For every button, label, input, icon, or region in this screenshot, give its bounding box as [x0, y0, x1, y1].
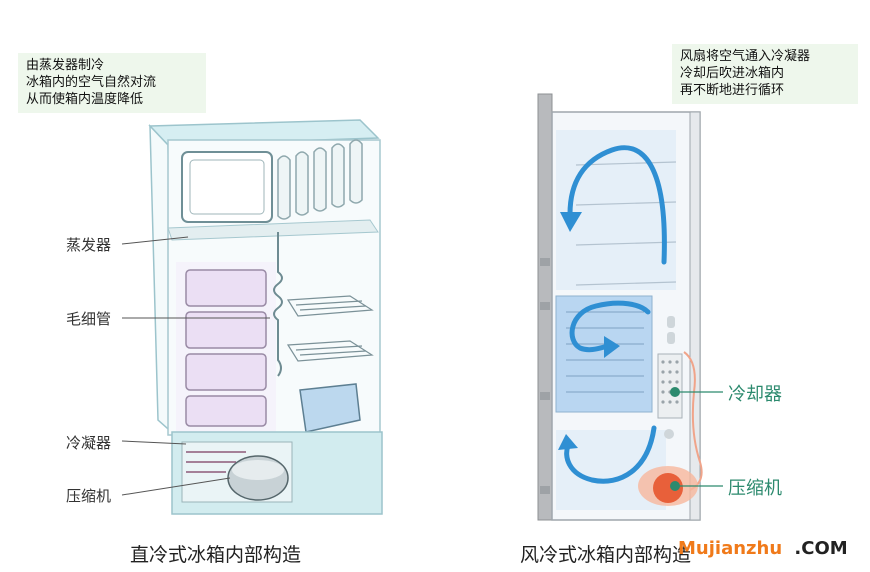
arrow-head-mid — [604, 336, 620, 358]
cooling-plates — [185, 269, 267, 427]
compressor-body — [653, 473, 683, 503]
freezer-compartment — [181, 151, 273, 223]
note-line: 风扇将空气通入冷凝器 — [680, 49, 811, 64]
watermark-suffix: .COM — [794, 538, 848, 559]
right-leader-lines — [675, 391, 723, 487]
label-compressor-left: 压缩机 — [66, 487, 112, 505]
air-cool-note: 风扇将空气通入冷凝器 冷却后吹进冰箱内 再不断地进行循环 — [672, 44, 858, 104]
condenser-coil — [186, 451, 246, 473]
note-line: 冷却后吹进冰箱内 — [680, 66, 785, 81]
refrigerant-line — [683, 351, 703, 491]
label-condenser: 冷凝器 — [66, 434, 112, 452]
label-cooler: 冷却器 — [728, 384, 782, 405]
side-panel — [689, 111, 701, 521]
arrow-head-top — [560, 212, 582, 232]
evaporator-fins — [277, 139, 363, 220]
crisper-box — [299, 383, 361, 433]
caption-direct-cool: 直冷式冰箱内部构造 — [130, 544, 302, 566]
wire-shelves — [286, 295, 374, 362]
note-line: 冰箱内的空气自然对流 — [26, 75, 157, 90]
arrow-head-bottom — [558, 434, 578, 450]
note-line: 从而使箱内温度降低 — [26, 92, 144, 107]
capillary-tube — [273, 232, 283, 377]
direct-cool-note: 由蒸发器制冷 冰箱内的空气自然对流 从而使箱内温度降低 — [18, 53, 206, 113]
label-capillary: 毛细管 — [66, 310, 112, 328]
cooler-unit — [657, 353, 683, 419]
air-cool-fridge — [537, 93, 723, 521]
label-evaporator: 蒸发器 — [66, 236, 112, 254]
note-line: 由蒸发器制冷 — [26, 58, 105, 73]
shelf-lines — [575, 161, 677, 286]
label-compressor-right: 压缩机 — [728, 478, 782, 499]
watermark-brand: Mujianzhu — [678, 538, 783, 559]
caption-air-cool: 风冷式冰箱内部构造 — [520, 544, 692, 566]
note-line: 再不断地进行循环 — [680, 83, 785, 98]
airflow-arrows — [564, 145, 667, 484]
direct-cool-fridge — [121, 119, 383, 515]
watermark: Mujianzhu .COM — [678, 538, 848, 559]
left-leader-lines — [121, 236, 270, 496]
